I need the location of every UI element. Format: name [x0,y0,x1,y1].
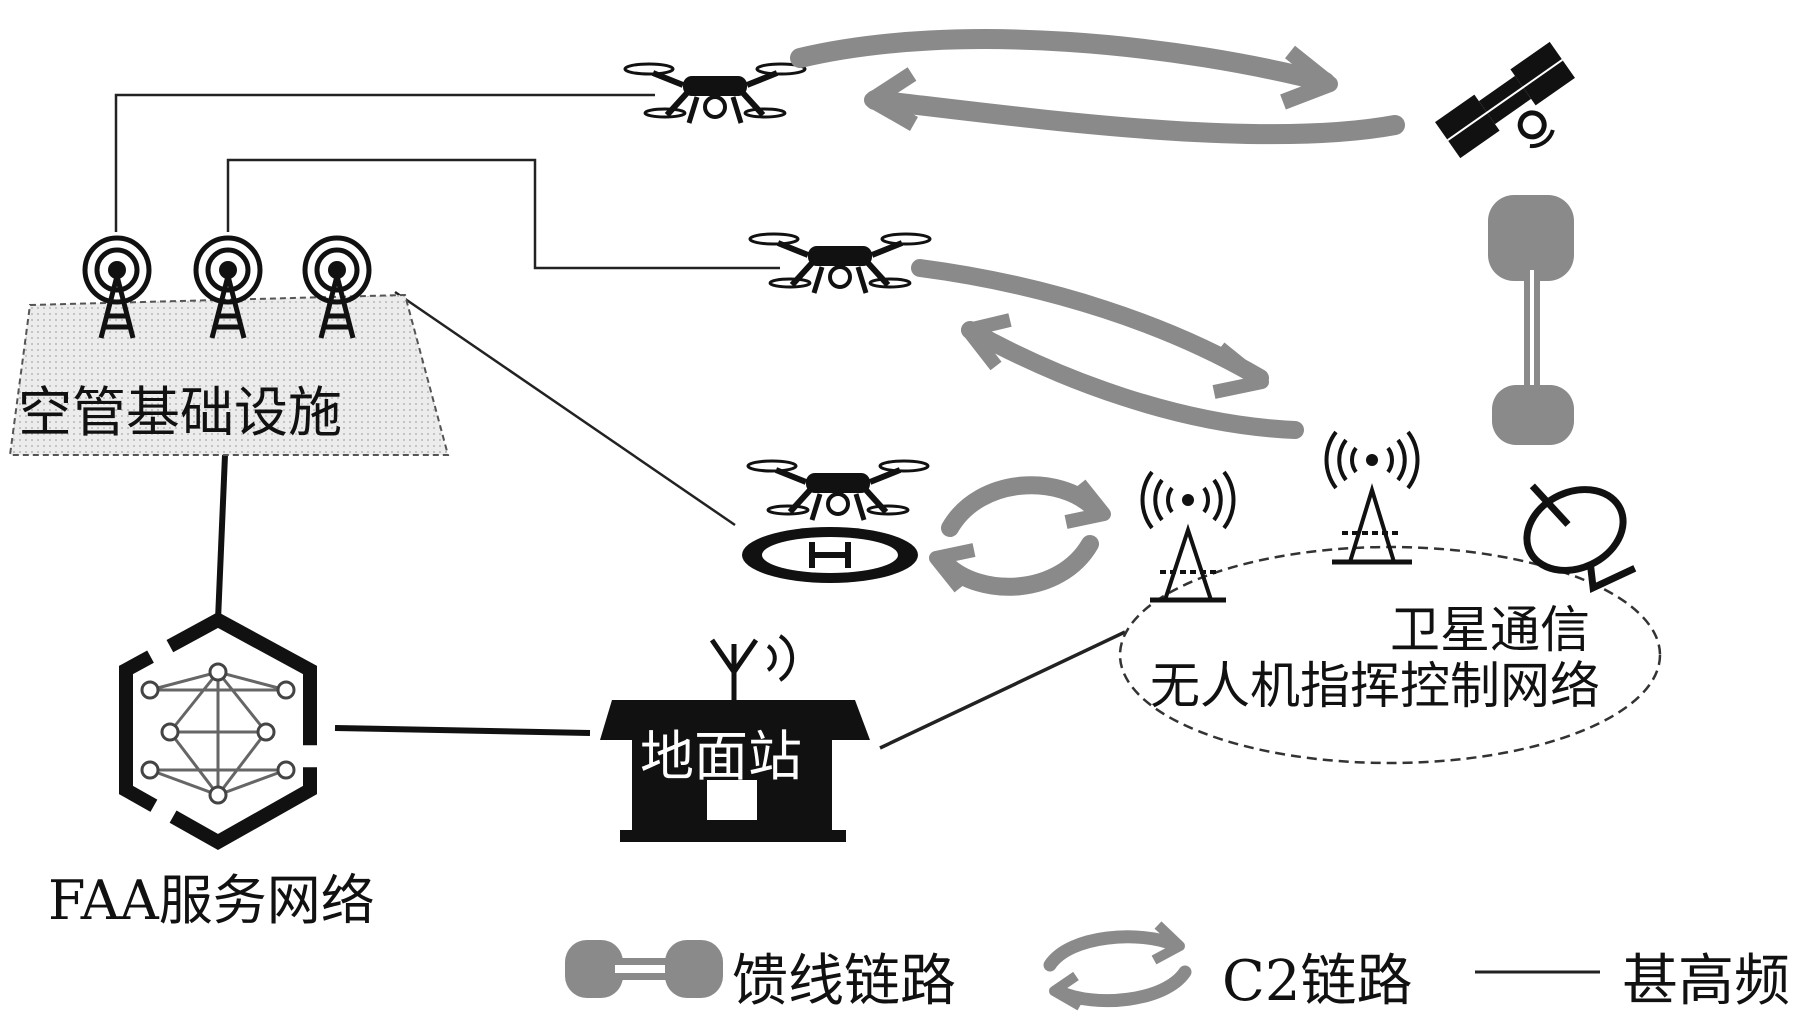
satellite-icon [1435,41,1575,159]
drone-icon-middle [750,234,930,293]
legend-vhf-label: 甚高频 [1622,949,1790,1014]
c2-arrows-drone-middle [911,259,1304,439]
network-lines [215,454,591,736]
ground-station-label: 地面站 [640,725,802,788]
vhf-lines [114,93,1126,750]
legend-c2-icon [1043,921,1192,1011]
faa-network-label: FAA服务网络 [48,869,375,932]
atm-infrastructure-label: 空管基础设施 [18,381,342,444]
faa-network-icon [119,612,317,851]
antenna-icon-2 [1324,430,1420,565]
legend-feeder-icon [565,940,723,998]
satellite-dish-icon [1523,483,1637,593]
helipad-drone-icon [742,461,928,583]
legend-feeder-label: 馈线链路 [732,949,956,1014]
satellite-c2-arrows [790,29,1405,145]
uav-c2-network-label: 无人机指挥控制网络 [1150,657,1600,715]
ground-station-icon [600,634,870,842]
drone-icon-top [625,64,805,123]
antenna-icon-1 [1140,470,1236,603]
legend-c2-label: C2链路 [1222,949,1413,1014]
atm-infrastructure-panel [8,238,450,456]
feeder-link [1488,195,1574,445]
c2-arrows-helipad [936,484,1104,588]
satellite-comm-label: 卫星通信 [1390,601,1590,659]
